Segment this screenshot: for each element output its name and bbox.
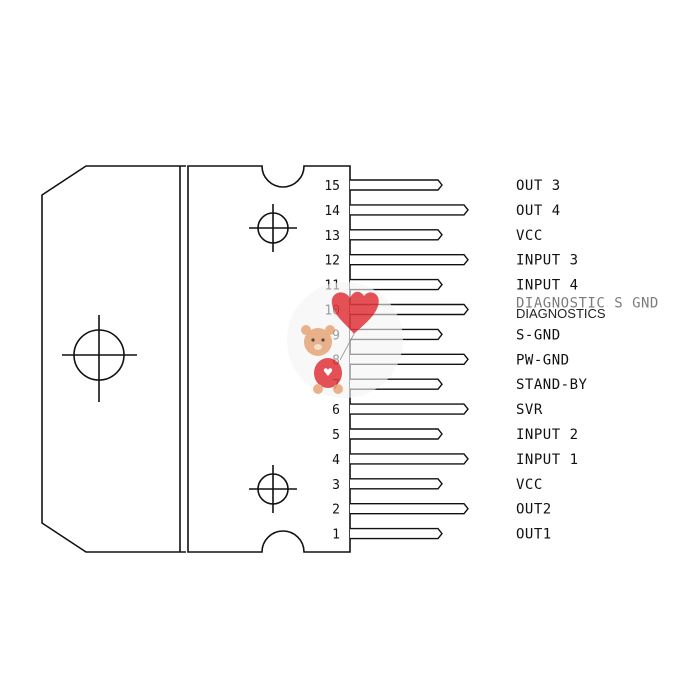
bear-head-icon — [304, 328, 332, 356]
pin-number: 1 — [332, 528, 340, 543]
pin-label: INPUT 3 — [516, 253, 579, 269]
pin-label: OUT1 — [516, 527, 552, 543]
pin-label: VCC — [516, 228, 543, 244]
pin-lead — [350, 278, 443, 291]
pin-label: VCC — [516, 477, 543, 493]
pin-lead — [350, 503, 469, 515]
pin-number: 6 — [332, 403, 340, 418]
ic-body — [187, 165, 351, 553]
pin-lead — [350, 204, 469, 216]
mounting-hole-crosshair-icon — [62, 315, 137, 402]
pin-lead — [350, 254, 469, 266]
pin-label: SVR — [516, 402, 543, 418]
pin-lead — [350, 179, 443, 191]
pin-lead — [350, 229, 443, 241]
pin-label: DIAGNOSTIC S GND — [516, 296, 659, 312]
pin-label: PW-GND — [516, 352, 570, 368]
pin-lead — [350, 527, 443, 540]
pin-label: S-GND — [516, 327, 561, 343]
pin-number: 12 — [324, 254, 340, 269]
overlay-note: DIAGNOSTICS — [516, 306, 606, 321]
registration-mark-top-icon — [249, 204, 297, 252]
pin-label: INPUT 2 — [516, 427, 579, 443]
pin-label: STAND-BY — [516, 377, 588, 393]
pin-number: 3 — [332, 478, 340, 493]
pin-label: OUT 3 — [516, 178, 561, 194]
pin-label: OUT2 — [516, 502, 552, 518]
bear-balloon-sticker — [287, 282, 403, 398]
pin-lead — [350, 403, 469, 415]
pin-number: 2 — [332, 503, 340, 518]
heart-balloon-icon — [331, 291, 379, 334]
pin-number: 13 — [324, 229, 340, 244]
registration-mark-bottom-icon — [249, 465, 297, 513]
pin-label: INPUT 4 — [516, 278, 579, 294]
pin-lead — [350, 428, 443, 440]
pin-number: 15 — [324, 179, 340, 194]
pin-number: 5 — [332, 428, 340, 443]
pin-number: 14 — [324, 204, 340, 219]
pin-number: 4 — [332, 453, 340, 468]
pin-label: INPUT 1 — [516, 452, 579, 468]
pin-lead — [350, 478, 443, 490]
pin-lead — [350, 453, 469, 465]
pin-label: OUT 4 — [516, 203, 561, 219]
heatsink-tab — [41, 165, 186, 553]
